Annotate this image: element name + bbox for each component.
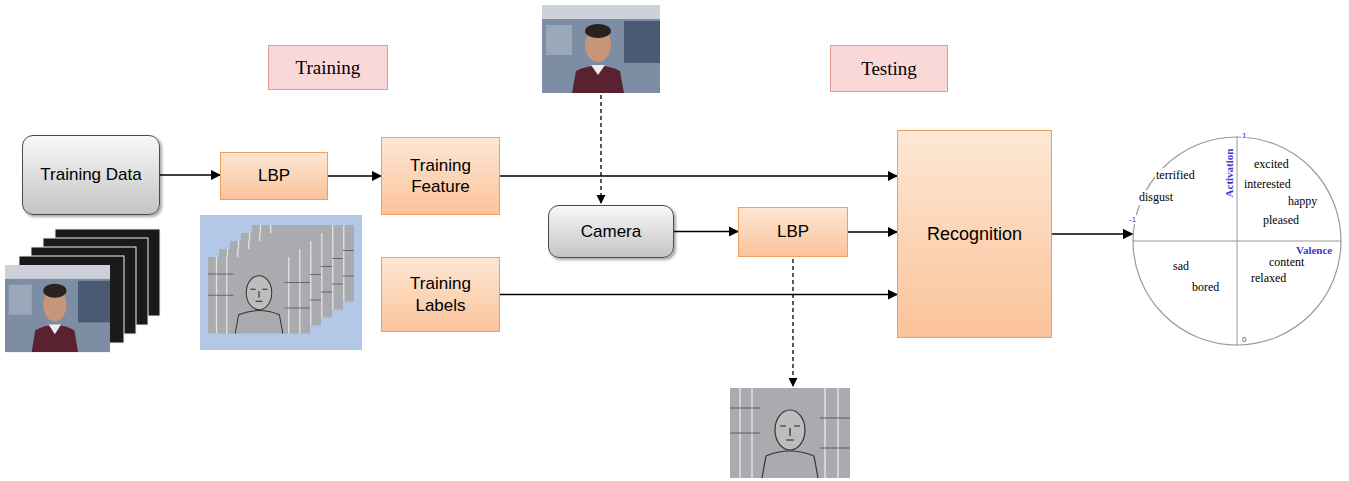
arrow-connector (328, 175, 381, 177)
emotion-word: disgust (1138, 190, 1174, 205)
emotion-word: relaxed (1250, 271, 1287, 286)
box-label: Training Labels (390, 273, 491, 316)
arrow-connector (500, 294, 897, 296)
emotion-word: happy (1287, 194, 1318, 209)
input-box: Training Data (22, 135, 160, 215)
emotion-word: pleased (1262, 213, 1300, 228)
lbp-image-stack (200, 215, 362, 350)
process-box: LBP (220, 152, 328, 200)
emotion-word: content (1268, 255, 1305, 270)
axis-label: Activation (1223, 148, 1235, 199)
emotion-circle: ActivationValenceterrifieddisgustexcited… (1132, 135, 1342, 347)
camera-photo (542, 5, 660, 93)
box-label: LBP (777, 221, 809, 242)
stage-panel: LBPRecognitionTesting (693, 108, 1083, 360)
input-box: Camera (548, 205, 674, 258)
box-label: Camera (581, 221, 641, 242)
emotion-word: bored (1191, 280, 1220, 295)
axis-line (1133, 241, 1341, 242)
process-box: Training Labels (381, 257, 500, 332)
stage-panel: LBPTraining FeatureTraining LabelsTraini… (185, 110, 530, 365)
arrow-connector (160, 174, 220, 176)
emotion-word: sad (1172, 259, 1190, 274)
process-box: Training Feature (381, 137, 500, 215)
emotion-word: interested (1243, 177, 1292, 192)
lbp-output-image (730, 388, 850, 478)
training-photo-stack (5, 229, 160, 352)
axis-tick: 0 (1241, 335, 1247, 344)
axis-tick: 1 (1241, 131, 1247, 140)
axis-tick: -1 (1128, 215, 1137, 224)
emotion-word: excited (1253, 157, 1290, 172)
arrow-connector (1052, 233, 1132, 235)
panel-heading: Training (268, 45, 388, 90)
box-label: LBP (258, 165, 290, 186)
arrow-connector (848, 231, 897, 233)
process-box: Recognition (897, 130, 1052, 338)
box-label: Training Data (40, 164, 141, 185)
arrow-connector (674, 231, 738, 233)
arrow-connector (500, 175, 897, 177)
dashed-arrow (600, 95, 601, 203)
emotion-word: terrified (1155, 168, 1196, 183)
dashed-arrow (792, 259, 793, 386)
process-box: LBP (738, 207, 848, 257)
circle-rim (1133, 137, 1341, 345)
box-label: Recognition (927, 223, 1022, 246)
circle-outline (1132, 135, 1342, 347)
box-label: Training Feature (390, 155, 491, 198)
panel-heading: Testing (830, 45, 948, 92)
